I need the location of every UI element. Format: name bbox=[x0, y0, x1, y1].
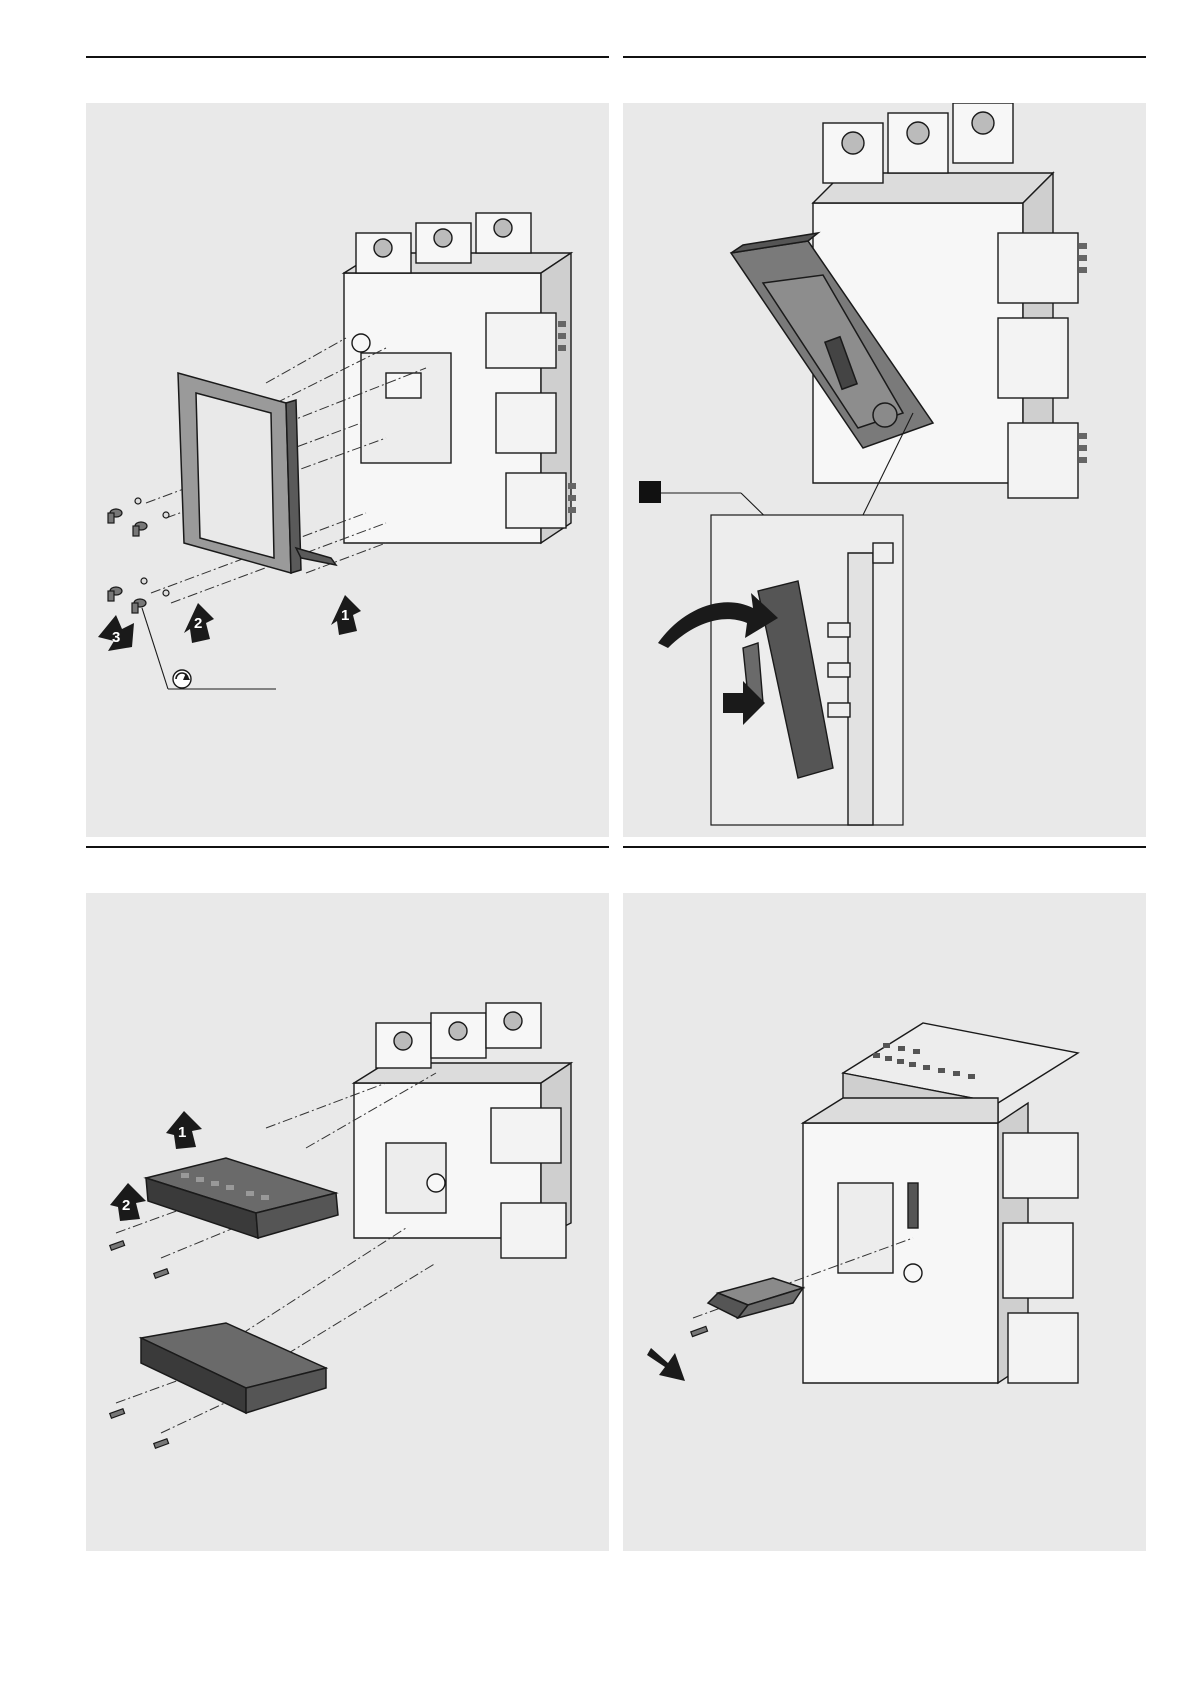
step-arrow-2: 2 bbox=[184, 603, 214, 643]
rule-top-right bbox=[623, 56, 1146, 58]
step-label-1: 1 bbox=[178, 1124, 186, 1141]
step-label-2: 2 bbox=[122, 1197, 130, 1214]
step-arrow-2: 2 bbox=[110, 1183, 146, 1221]
push-arrow-icon bbox=[647, 1348, 685, 1381]
rotate-screw-icon bbox=[173, 670, 191, 688]
cap-fitting-illustration bbox=[623, 893, 1146, 1551]
cover-insertion-illustration bbox=[623, 103, 1146, 837]
step-label-1: 1 bbox=[341, 607, 349, 624]
step-label-3: 3 bbox=[112, 629, 120, 646]
terminal-cover-illustration: 1 2 bbox=[86, 893, 609, 1551]
callout-marker-icon bbox=[639, 481, 661, 503]
figure-panel-fit-cap bbox=[623, 893, 1146, 1551]
rule-top-left bbox=[86, 56, 609, 58]
rule-mid-right bbox=[623, 846, 1146, 848]
exploded-frame-illustration: 1 2 3 bbox=[86, 103, 609, 837]
figure-panel-remove-terminal-covers: 1 2 bbox=[86, 893, 609, 1551]
figure-panel-insert-cover bbox=[623, 103, 1146, 837]
step-arrow-1: 1 bbox=[166, 1111, 202, 1149]
step-arrow-3: 3 bbox=[98, 615, 134, 651]
step-arrow-1: 1 bbox=[331, 595, 361, 635]
figure-panel-remove-frame: 1 2 3 bbox=[86, 103, 609, 837]
step-label-2: 2 bbox=[194, 615, 202, 632]
rule-mid-left bbox=[86, 846, 609, 848]
